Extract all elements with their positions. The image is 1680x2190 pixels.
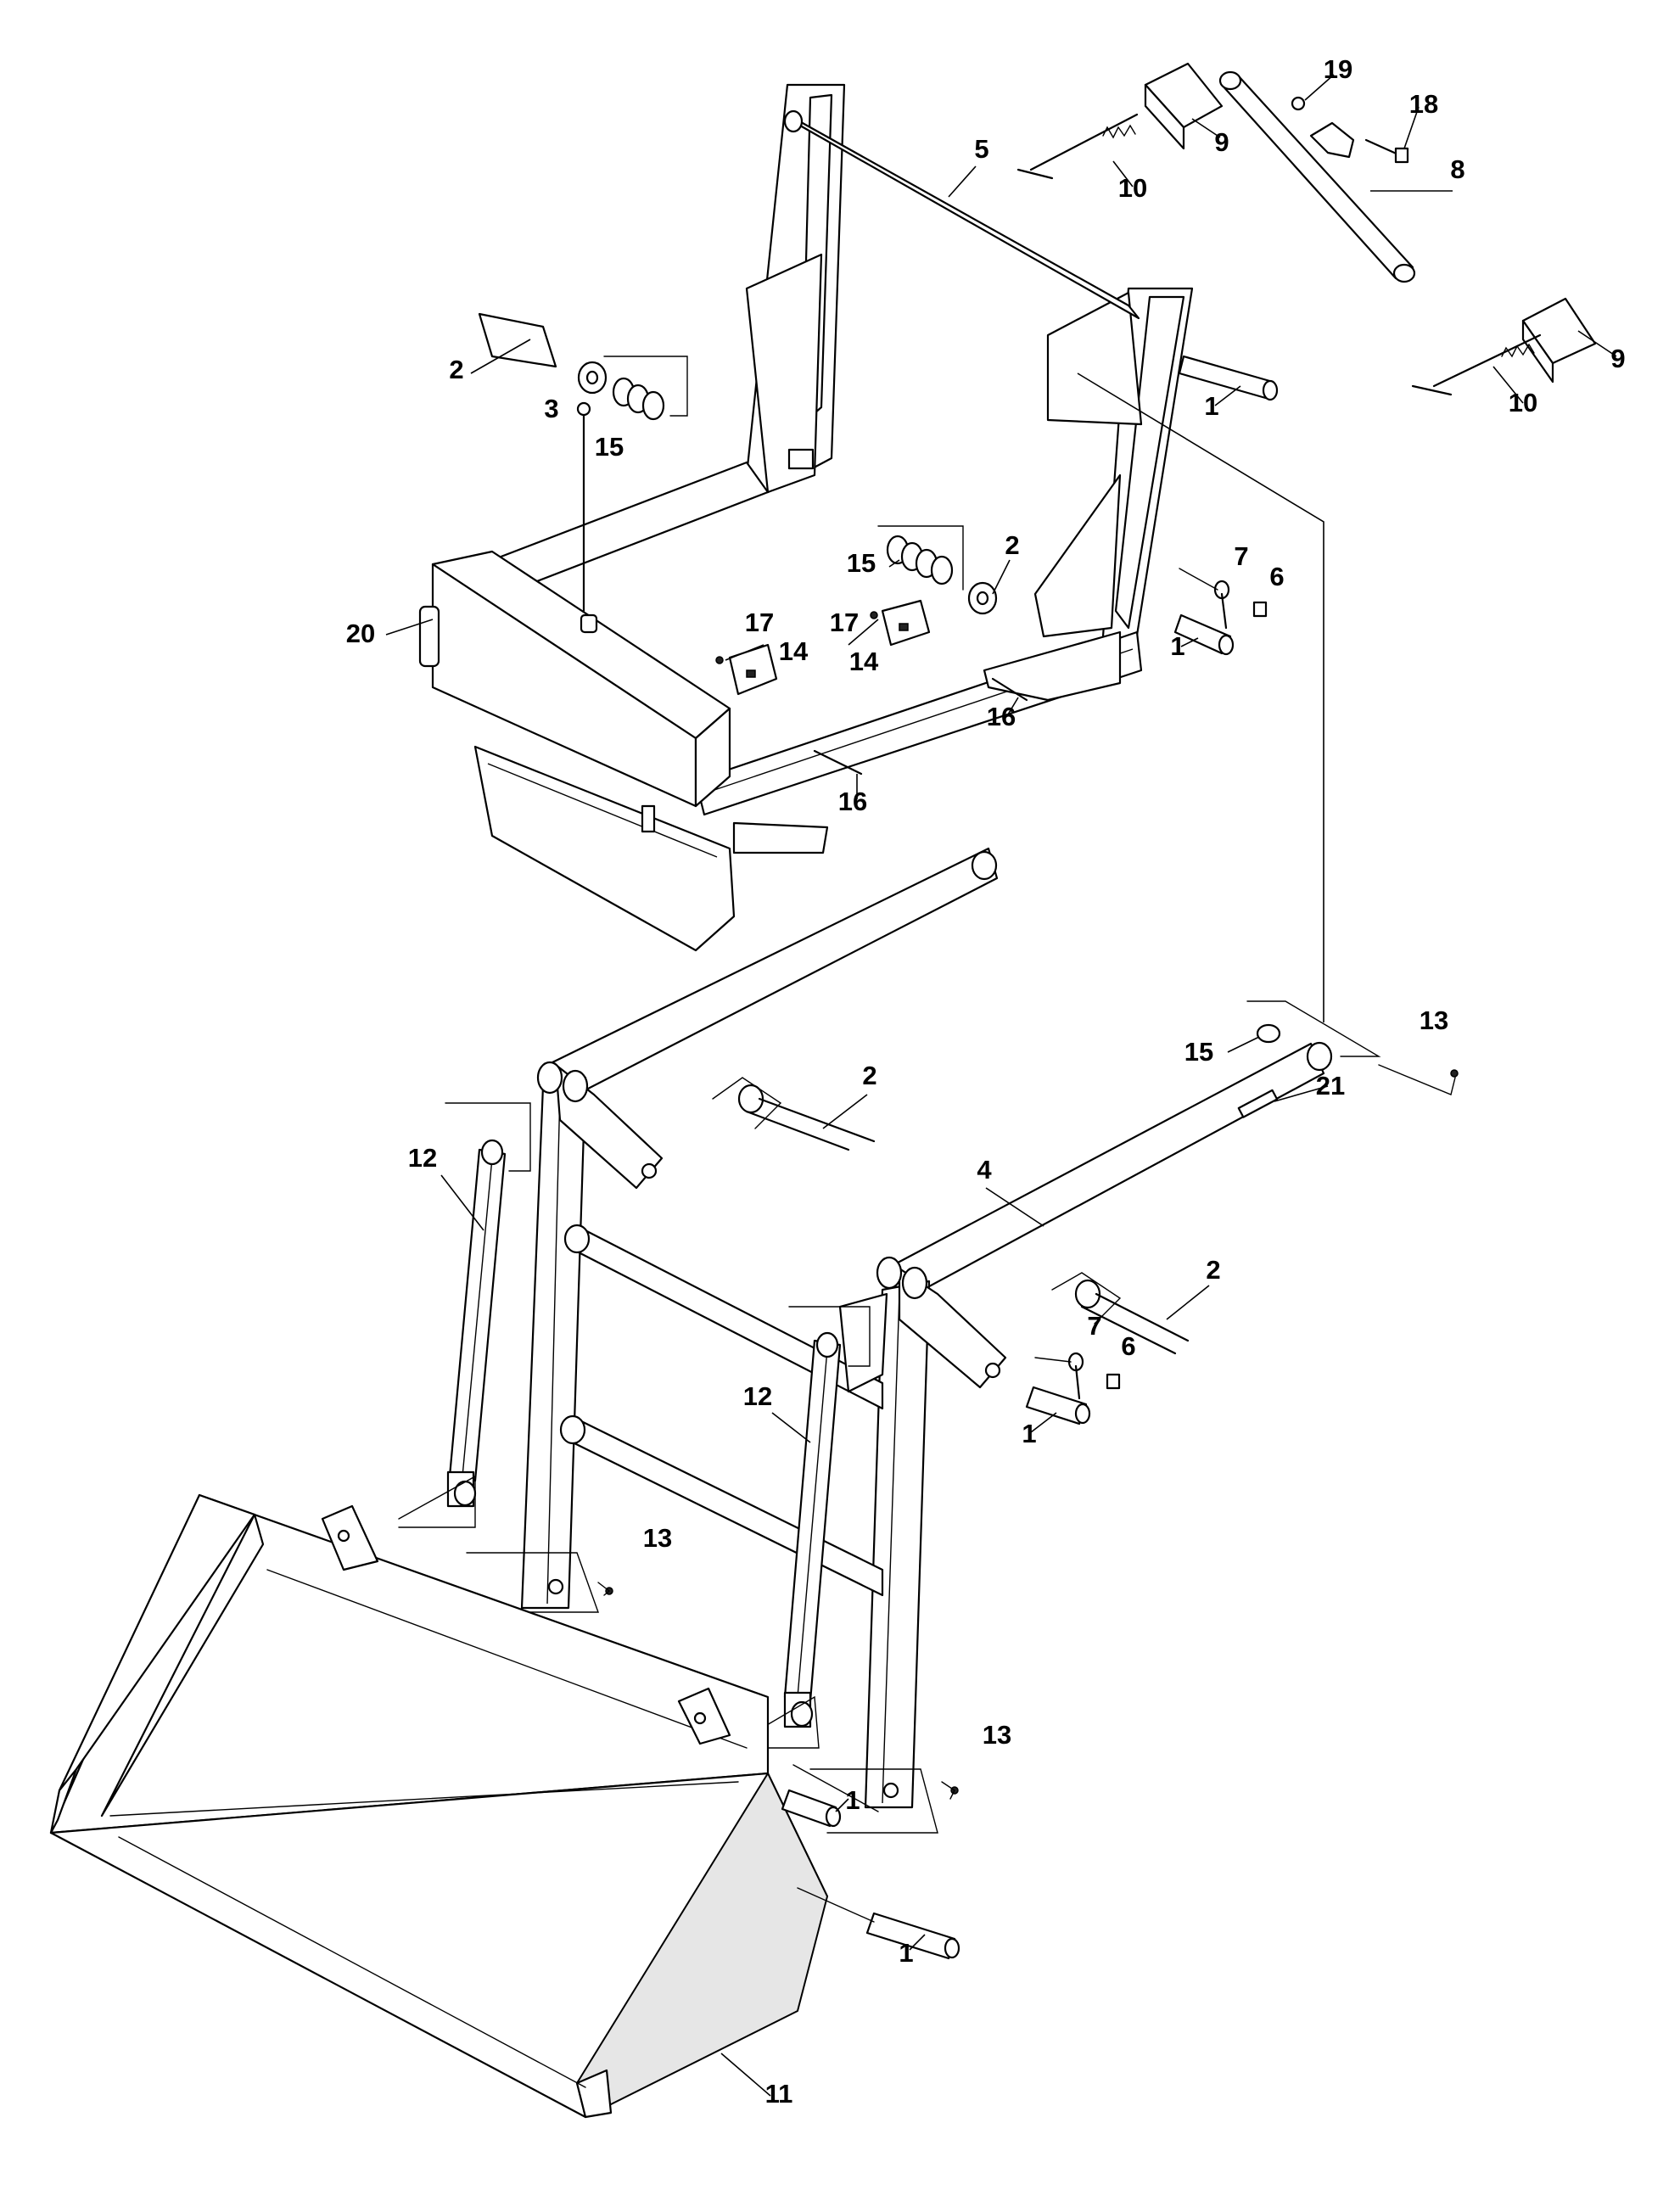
callout-c19: 19 — [1324, 54, 1352, 84]
callout-c17b: 17 — [830, 608, 859, 637]
callout-c10b: 10 — [1509, 388, 1537, 417]
callout-c9a: 9 — [1214, 127, 1229, 157]
callout-c14b: 14 — [849, 647, 879, 676]
callout-c18: 18 — [1409, 89, 1438, 119]
callout-c13c: 13 — [983, 1720, 1011, 1750]
bolt-16-left — [813, 749, 863, 776]
cylinder-end-arm-rear — [712, 1077, 876, 1151]
callout-c4: 4 — [977, 1155, 992, 1185]
arm-pin-leader — [1378, 1064, 1456, 1095]
pin-3 — [576, 401, 591, 613]
cross-tube — [783, 109, 1140, 320]
hydraulic-cylinder-front — [742, 1306, 871, 1749]
callout-c1c: 1 — [1022, 1419, 1036, 1448]
cylinder-end-mid — [967, 581, 998, 615]
bucket — [49, 1493, 879, 2119]
callout-c1b: 1 — [1170, 631, 1184, 661]
cross-tube-upper — [563, 1224, 884, 1410]
callout-c2a: 2 — [449, 355, 463, 384]
washer-arm — [1256, 1023, 1281, 1044]
callout-c5: 5 — [974, 134, 988, 164]
bolt-16-right — [991, 677, 1028, 702]
pin-bucket-upper — [781, 1789, 842, 1828]
clamp-right — [881, 599, 931, 647]
callout-c16b: 16 — [838, 787, 867, 816]
arm-foot-plate-rear — [466, 1552, 599, 1613]
spring-pin-lower — [1411, 333, 1542, 396]
cylinder-end-upper-left — [478, 312, 608, 395]
callout-c13b: 13 — [643, 1523, 672, 1553]
callout-c13a: 13 — [1420, 1005, 1448, 1035]
pin-mid-right — [1173, 613, 1235, 656]
front-arm-strut — [838, 1292, 888, 1393]
callout-c17a: 17 — [745, 608, 774, 637]
clamp-left — [728, 643, 778, 696]
set-screw-left — [715, 656, 724, 664]
callout-c15b: 15 — [847, 548, 876, 578]
arm-decal-21 — [1237, 1089, 1279, 1118]
lift-arm-rear — [520, 847, 999, 1610]
callout-c7b: 7 — [1087, 1311, 1101, 1341]
callout-c20: 20 — [346, 619, 375, 648]
hydraulic-cylinder-rear — [398, 1102, 531, 1528]
callout-c3: 3 — [544, 394, 558, 423]
nut — [1291, 96, 1306, 111]
callout-c12b: 12 — [743, 1381, 772, 1411]
callout-c14a: 14 — [779, 636, 809, 666]
callout-c15c: 15 — [1184, 1037, 1213, 1067]
pin-bucket-lower — [797, 1887, 960, 1960]
bolt — [1364, 138, 1409, 164]
grip-upper — [1144, 62, 1224, 150]
callout-c9b: 9 — [1610, 344, 1625, 373]
callout-c12a: 12 — [408, 1143, 437, 1173]
hitch-pin-mid — [1179, 568, 1268, 630]
rod — [1218, 70, 1416, 283]
leader-lines — [385, 74, 1617, 2097]
callout-c1e: 1 — [899, 1938, 913, 1968]
callout-c6a: 6 — [1269, 562, 1284, 591]
callout-c1d: 1 — [845, 1785, 860, 1815]
hitch-pin-13-left-leader — [597, 1582, 611, 1596]
arm-foot-plate-front — [809, 1768, 938, 1834]
callout-c7a: 7 — [1234, 541, 1248, 571]
grip-lower — [1521, 297, 1597, 384]
pin-arm-lower — [1025, 1386, 1091, 1425]
hitch-pin-13-right-leader — [941, 1781, 955, 1800]
arm-pin-plate — [1246, 1000, 1381, 1057]
pin-upper-right — [1178, 355, 1279, 401]
set-screw-right — [870, 611, 878, 619]
callout-c16a: 16 — [987, 702, 1016, 731]
hitch-pin-13-top — [1450, 1069, 1459, 1078]
cross-tube-lower — [559, 1414, 884, 1597]
callout-c1a: 1 — [1204, 391, 1218, 421]
callout-c10a: 10 — [1118, 173, 1147, 203]
lift-arm-front — [864, 1041, 1333, 1809]
callout-c6b: 6 — [1121, 1331, 1135, 1361]
callout-c11: 11 — [765, 2079, 793, 2109]
washers-upper-left — [603, 356, 688, 421]
cylinder-end-arm-front — [1051, 1272, 1190, 1355]
hitch-pin-lower — [1034, 1352, 1121, 1400]
callout-c8: 8 — [1450, 154, 1464, 184]
callout-c15a: 15 — [595, 432, 624, 462]
washers-mid — [877, 525, 964, 591]
leader-frame-to-arm — [1077, 372, 1324, 1022]
mounting-frame — [418, 83, 1194, 952]
callout-c2d: 2 — [1206, 1255, 1220, 1285]
callout-c2b: 2 — [1005, 530, 1019, 560]
callout-c21: 21 — [1316, 1071, 1345, 1101]
callout-c2c: 2 — [862, 1061, 876, 1090]
spring-pin-upper — [1016, 113, 1139, 180]
